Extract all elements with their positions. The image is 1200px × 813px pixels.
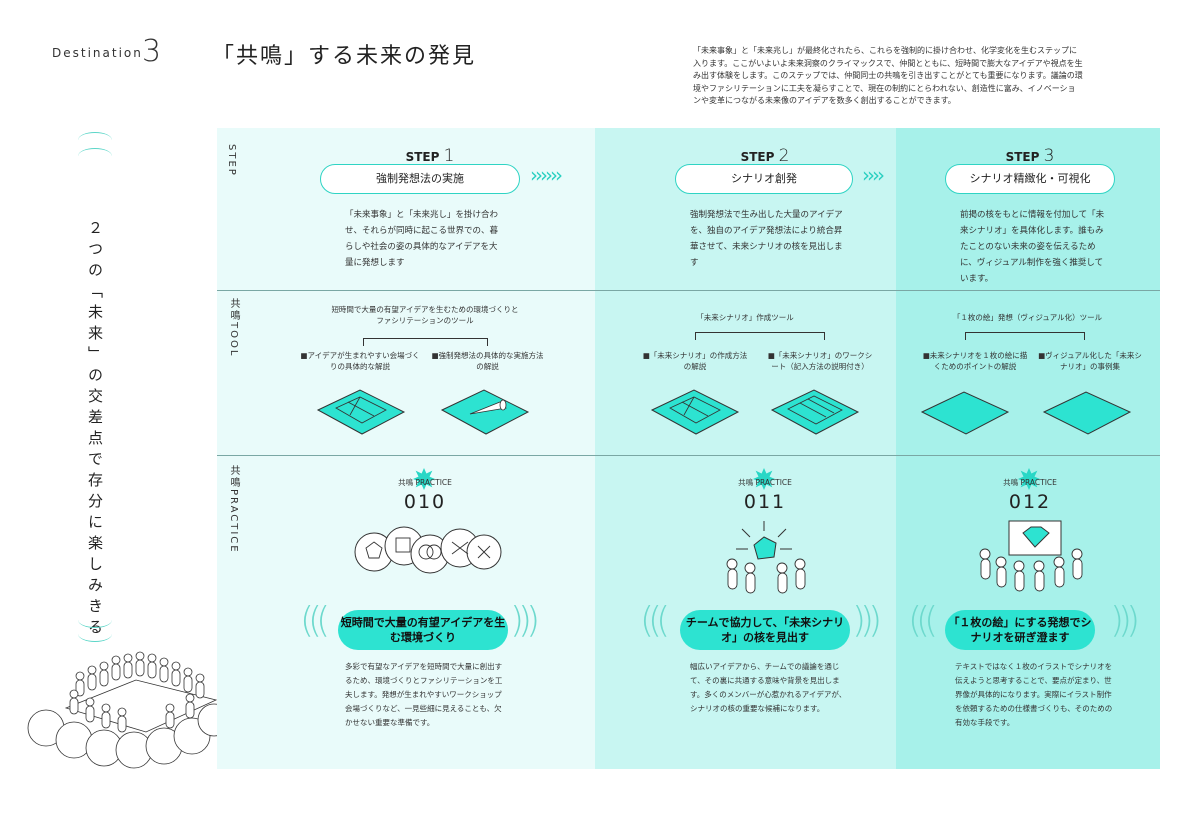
step2-number: 2 — [778, 146, 790, 166]
practice-010-number: 010 — [403, 491, 447, 513]
row-divider-practice — [217, 455, 1160, 456]
step1-name-pill: 強制発想法の実施 — [320, 164, 520, 194]
tool1-item-1: ■アイデアが生まれやすい会場づくりの具体的な解説 — [300, 351, 420, 371]
tool3-item-1: ■未来シナリオを１枚の絵に描くためのポイントの解説 — [922, 351, 1028, 371]
practice-011-left-arcs: ((( — [640, 600, 670, 641]
practice-012-right-arcs: ))) — [1110, 600, 1140, 641]
arc-decoration-top-2 — [78, 148, 112, 164]
tool2-title: 「未来シナリオ」作成ツール — [696, 313, 794, 322]
step3-name-pill: シナリオ精緻化・可視化 — [945, 164, 1115, 194]
step3-number: 3 — [1043, 146, 1055, 166]
tool1-title: 短時間で大量の有望アイデアを生むための環境づくりとファシリテーションのツール — [331, 305, 519, 325]
practice-010-right-arcs: ))) — [510, 600, 540, 641]
scenario-method-sheet-icon — [650, 389, 740, 435]
practice-011-cta: チームで協力して、「未来シナリオ」の核を見出す — [680, 610, 850, 650]
practice-012-body: テキストではなく１枚のイラストでシナリオを伝えようと思考することで、要点が定まり… — [955, 662, 1113, 727]
page-title: 「共鳴」する未来の発見 — [212, 44, 477, 69]
practice-011-burst-icon — [753, 468, 775, 490]
tool2-bracket — [695, 332, 825, 340]
one-picture-sheet-icon — [920, 391, 1010, 435]
row-divider-tool — [217, 290, 1160, 291]
scenario-worksheet-icon — [770, 389, 860, 435]
tool1-bracket — [363, 338, 488, 346]
step1-word: STEP — [405, 150, 440, 164]
practice-012-cta: 「１枚の絵」にする発想でシナリオを研ぎ澄ます — [945, 610, 1095, 650]
practice-011-label: 共鳴 PRACTICE — [738, 478, 792, 487]
step2-heading: STEP 2 — [725, 146, 805, 166]
idea-bubbles-illustration — [354, 526, 502, 574]
practice-011-right-arcs: ))) — [852, 600, 882, 641]
practice-012-number: 012 — [1008, 491, 1052, 513]
practice-010-cta: 短時間で大量の有望アイデアを生む環境づくり — [338, 610, 508, 650]
practice-010-left-arcs: ((( — [300, 600, 330, 641]
practice-010-body: 多彩で有望なアイデアを短時間で大量に創出するため、環境づくりとファシリテーション… — [345, 662, 503, 727]
destination-label: Destination — [52, 46, 143, 60]
tool3-bracket — [965, 332, 1085, 340]
step3-column — [896, 128, 1160, 769]
arc-decoration-top-1 — [78, 132, 112, 148]
step1-number: 1 — [443, 146, 455, 166]
practice-011-number: 011 — [743, 491, 787, 513]
step1-description: 「未来事象」と「未来兆し」を掛け合わせ、それらが同時に起こる世界での、暮らしや社… — [345, 210, 499, 268]
step2-name-pill: シナリオ創発 — [675, 164, 853, 194]
tool2-item-1: ■「未来シナリオ」の作成方法の解説 — [642, 351, 748, 371]
tool1-item-2: ■強制発想法の具体的な実施方法の解説 — [431, 351, 544, 371]
step3-word: STEP — [1005, 150, 1040, 164]
step2-word: STEP — [740, 150, 775, 164]
step1-heading: STEP 1 — [390, 146, 470, 166]
practice-011-body: 幅広いアイデアから、チームでの議論を通じて、その裏に共通する意味や背景を見出しま… — [690, 662, 847, 713]
step2-column — [595, 128, 896, 769]
row-label-practice: 共鳴PRACTICE — [228, 465, 239, 554]
practice-012-label: 共鳴 PRACTICE — [1003, 478, 1057, 487]
practice-012-left-arcs: ((( — [908, 600, 938, 641]
destination-number: 3 — [142, 34, 162, 69]
step3-heading: STEP 3 — [990, 146, 1070, 166]
row-label-tool: 共鳴TOOL — [228, 298, 239, 358]
case-studies-sheet-icon — [1042, 391, 1132, 435]
tool3-title: 「１枚の絵」発想（ヴィジュアル化）ツール — [952, 313, 1103, 322]
row-label-step: STEP — [226, 144, 237, 177]
sidebar-vertical-text: ２つの「未来」の交差点で存分に楽しみきる — [86, 220, 104, 640]
intro-paragraph: 「未来事象」と「未来兆し」が最終化されたら、これらを強制的に掛け合わせ、化学変化… — [693, 46, 1083, 105]
practice-012-burst-icon — [1018, 468, 1040, 490]
tool2-item-2: ■「未来シナリオ」のワークシート（記入方法の説明付き） — [767, 351, 873, 371]
practice-010-label: 共鳴 PRACTICE — [398, 478, 452, 487]
tool3-item-2: ■ヴィジュアル化した「未来シナリオ」の事例集 — [1038, 351, 1142, 371]
step2-description: 強制発想法で生み出した大量のアイデアを、独自のアイデア発想法により統合昇華させて… — [690, 210, 843, 268]
team-gem-illustration — [726, 521, 806, 594]
one-picture-team-illustration — [979, 520, 1083, 592]
venue-layout-sheet-icon — [316, 389, 406, 435]
chevrons-2-3: ›››› — [862, 163, 885, 187]
crowd-table-illustration — [27, 651, 231, 769]
practice-010-burst-icon — [413, 468, 435, 490]
brainstorm-sheet-icon — [440, 389, 530, 435]
step3-description: 前掲の核をもとに情報を付加して「未来シナリオ」を具体化します。誰もみたことのない… — [960, 210, 1105, 284]
chevrons-1-2: ›››››› — [530, 163, 563, 187]
step1-column — [217, 128, 595, 769]
